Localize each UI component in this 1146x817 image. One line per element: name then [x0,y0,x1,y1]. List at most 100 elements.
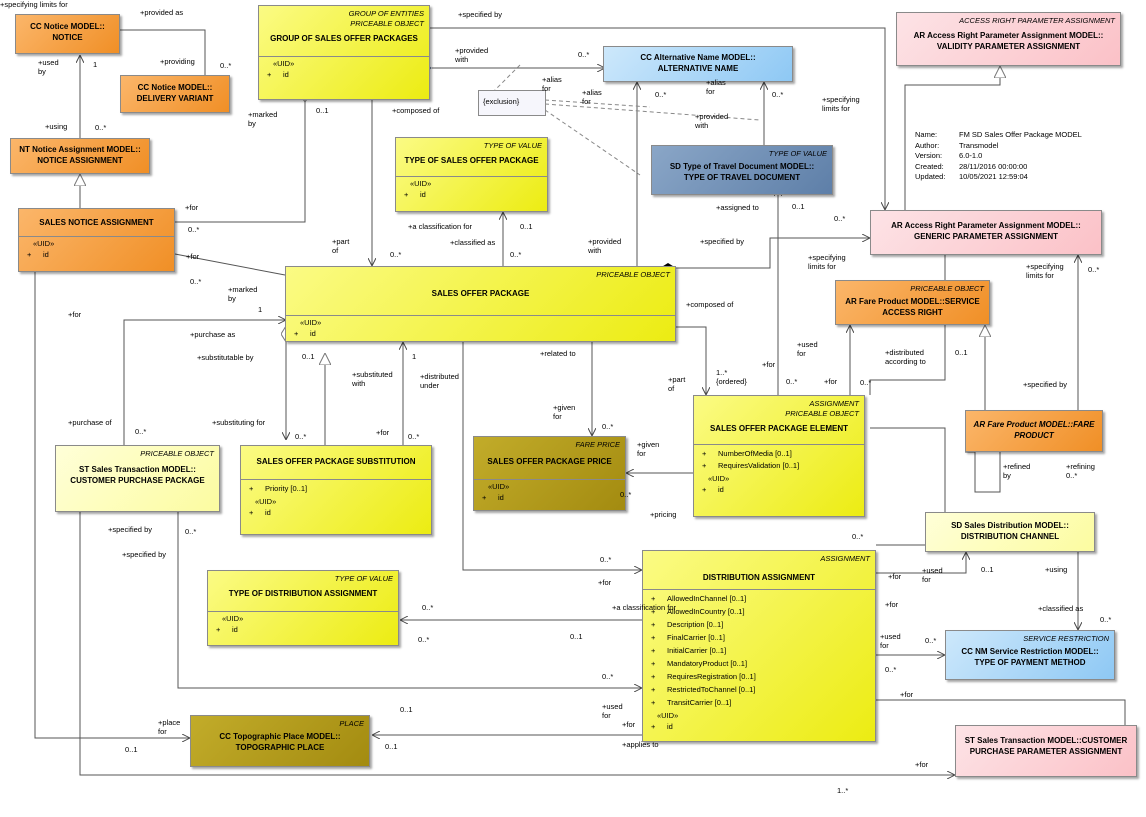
attr-name: id [498,493,504,502]
attr-name: MandatoryProduct [0..1] [667,659,748,668]
attribute-id: +id [643,721,875,733]
class-title: ST Sales Transaction MODEL:: CUSTOMER PU… [70,465,205,485]
class-fare-product[interactable]: AR Fare Product MODEL::FARE PRODUCT [965,410,1103,452]
role-label: +provided with [695,112,729,130]
class-distribution-assignment[interactable]: ASSIGNMENT DISTRIBUTION ASSIGNMENT +Allo… [642,550,876,742]
class-type-of-payment-method[interactable]: SERVICE RESTRICTION CC NM Service Restri… [945,630,1115,680]
compartment-divider [694,444,864,445]
attribute-requires-validation: +RequiresValidation [0..1] [694,460,864,472]
plus-sign: + [702,461,707,470]
role-label: 1 [258,305,263,314]
class-generic-parameter-assignment[interactable]: AR Access Right Parameter Assignment MOD… [870,210,1102,255]
plus-sign: + [249,484,254,493]
class-title: SALES OFFER PACKAGE ELEMENT [709,424,849,433]
class-stereotype: TYPE OF VALUE [768,149,827,158]
role-label: +for [68,310,82,319]
role-label: +for [622,720,636,729]
class-group-of-sales-offer-packages[interactable]: GROUP OF ENTITIES PRICEABLE OBJECT GROUP… [258,5,430,100]
attr-name: RequiresRegistration [0..1] [667,672,756,681]
plus-sign: + [267,70,272,79]
attr-name: id [265,508,271,517]
uid-stereotype: «UID» [222,614,244,623]
class-stereotype: ASSIGNMENT PRICEABLE OBJECT [785,399,859,418]
role-label: 0..1 [125,745,138,754]
class-topographic-place[interactable]: PLACE CC Topographic Place MODEL:: TOPOG… [190,715,370,767]
class-title: TYPE OF DISTRIBUTION ASSIGNMENT [228,589,378,598]
class-type-of-travel-document[interactable]: TYPE OF VALUE SD Type of Travel Document… [651,145,833,195]
attr-name: id [310,329,316,338]
attribute-number-of-media: +NumberOfMedia [0..1] [694,445,864,460]
class-notice[interactable]: CC Notice MODEL:: NOTICE [15,14,120,54]
role-label: +given for [553,403,576,421]
class-stereotype: PRICEABLE OBJECT [910,284,984,293]
class-type-of-distribution-assignment[interactable]: TYPE OF VALUE TYPE OF DISTRIBUTION ASSIG… [207,570,399,646]
uid-stereotype: «UID» [657,711,679,720]
role-label: 0..1 [385,742,398,751]
class-validity-parameter-assignment[interactable]: ACCESS RIGHT PARAMETER ASSIGNMENT AR Acc… [896,12,1121,66]
meta-version: 6.0-1.0 [959,151,983,160]
class-customer-purchase-parameter-assignment[interactable]: ST Sales Transaction MODEL::CUSTOMER PUR… [955,725,1137,777]
uid-stereotype: «UID» [300,318,322,327]
role-label: +related to [540,349,576,358]
class-title: NT Notice Assignment MODEL:: NOTICE ASSI… [19,145,141,165]
role-label: +provided as [140,8,184,17]
role-label: +place for [158,718,181,736]
role-label: 0..* [655,90,667,99]
role-label: +refining 0..* [1066,462,1095,480]
attr-name: Priority [0..1] [265,484,308,493]
role-label: +using [45,122,68,131]
attribute-row: +TransitCarrier [0..1] [643,696,875,709]
class-sales-offer-package-substitution[interactable]: SALES OFFER PACKAGE SUBSTITUTION +Priori… [240,445,432,535]
attr-name: NumberOfMedia [0..1] [718,449,792,458]
meta-author: Transmodel [959,140,999,150]
role-label: 0..1 [520,222,533,231]
role-label: +part of [668,375,686,393]
class-stereotype: TYPE OF VALUE [483,141,542,150]
attr-name: AllowedInChannel [0..1] [667,594,747,603]
class-stereotype: ACCESS RIGHT PARAMETER ASSIGNMENT [959,16,1115,25]
class-sales-offer-package-element[interactable]: ASSIGNMENT PRICEABLE OBJECT SALES OFFER … [693,395,865,517]
compartment-divider [259,56,429,57]
class-sales-notice-assignment[interactable]: SALES NOTICE ASSIGNMENT «UID» +id [18,208,175,272]
plus-sign: + [404,190,409,199]
role-label: 0..* [786,377,798,386]
class-stereotype: ASSIGNMENT [820,554,870,563]
uid-stereotype: «UID» [255,497,277,506]
plus-sign: + [651,646,656,655]
role-label: +a classification for [408,222,472,231]
class-title: TYPE OF SALES OFFER PACKAGE [404,156,539,165]
role-label: +provided with [588,237,622,255]
class-notice-assignment[interactable]: NT Notice Assignment MODEL:: NOTICE ASSI… [10,138,150,174]
role-label: 0..* [135,427,147,436]
class-title: AR Fare Product MODEL::FARE PRODUCT [973,420,1095,440]
role-label: 0..* [418,635,430,644]
meta-key: Author: [915,140,940,150]
role-label: 0..* [860,378,872,387]
plus-sign: + [27,250,32,259]
attr-name: Description [0..1] [667,620,724,629]
class-type-of-sales-offer-package[interactable]: TYPE OF VALUE TYPE OF SALES OFFER PACKAG… [395,137,548,212]
role-label: 0..1 [792,202,805,211]
class-title: SD Type of Travel Document MODEL:: TYPE … [669,162,815,182]
class-sales-offer-package[interactable]: PRICEABLE OBJECT SALES OFFER PACKAGE «UI… [285,266,676,342]
role-label: +refined by [1003,462,1031,480]
role-label: 1 [93,60,98,69]
attr-name: RestrictedToChannel [0..1] [667,685,756,694]
class-service-access-right[interactable]: PRICEABLE OBJECT AR Fare Product MODEL::… [835,280,990,325]
role-label: +substitutable by [197,353,254,362]
class-stereotype: GROUP OF ENTITIES PRICEABLE OBJECT [348,9,424,28]
role-label: +for [888,572,902,581]
meta-created: 28/11/2016 00:00:00 [959,161,1028,171]
role-label: +purchase of [68,418,112,427]
attribute-id: +id [396,189,547,201]
class-delivery-variant[interactable]: CC Notice MODEL:: DELIVERY VARIANT [120,75,230,113]
class-alternative-name[interactable]: CC Alternative Name MODEL:: ALTERNATIVE … [603,46,793,82]
role-label: +substituted with [352,370,393,388]
role-label: 0..* [602,672,614,681]
class-customer-purchase-package[interactable]: PRICEABLE OBJECT ST Sales Transaction MO… [55,445,220,512]
class-distribution-channel[interactable]: SD Sales Distribution MODEL:: DISTRIBUTI… [925,512,1095,552]
role-label: +for [762,360,776,369]
attribute-id: +id [694,484,864,496]
class-sales-offer-package-price[interactable]: FARE PRICE SALES OFFER PACKAGE PRICE «UI… [473,436,626,511]
